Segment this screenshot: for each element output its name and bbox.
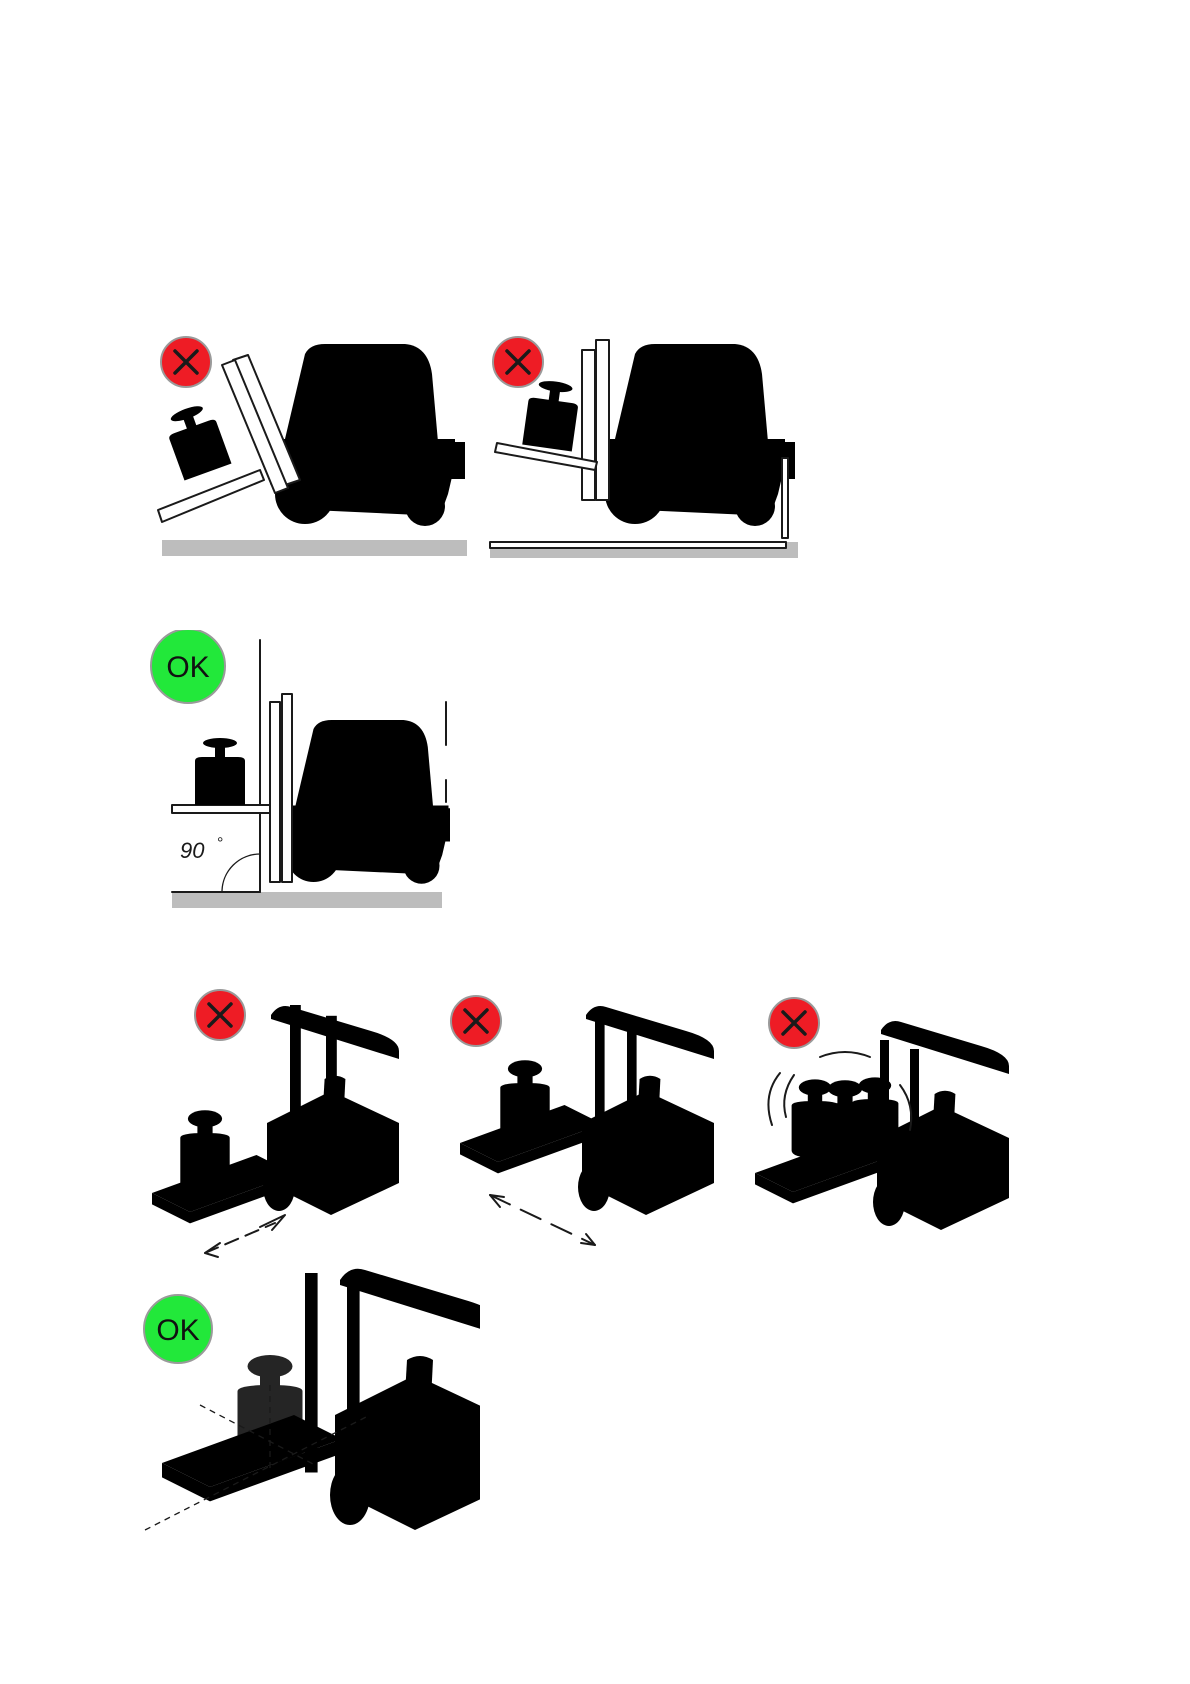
forklift-illustration [282,720,450,884]
ok-badge: OK [144,1295,212,1363]
stacked-weights [792,1077,899,1162]
ok-badge-text: OK [166,651,209,684]
cross-icon [493,337,543,387]
truck-rear-edge [782,458,788,538]
figure-correct-alignment: OK 90 ° [150,630,450,915]
test-weight-illustration [195,738,245,805]
forklift-illustration [600,344,795,526]
figure-raised-forks [482,310,802,565]
cross-icon [451,996,501,1046]
cross-icon [195,990,245,1040]
cross-icon [161,337,211,387]
ground-edge [490,542,786,548]
figure-load-centred: OK [140,1265,480,1565]
ground [162,540,467,556]
level-forks [172,805,270,813]
test-weight-illustration [180,1110,229,1193]
figure-load-unstable [750,985,1035,1270]
mast [582,340,609,500]
tilted-forks [158,470,264,522]
ok-badge-text: OK [156,1314,199,1347]
test-weight-illustration [500,1060,549,1143]
test-weight-illustration [522,378,581,451]
angle-arc [222,854,260,892]
angle-unit: ° [217,835,223,852]
motion-arrow-icon [490,1195,595,1245]
test-weight-illustration [162,400,232,480]
motion-arrow-icon [205,1215,285,1257]
figure-load-offcentre [140,985,435,1270]
angle-label: 90 [180,838,205,863]
ok-badge: OK [151,630,225,703]
cross-icon [769,998,819,1048]
mast [270,694,292,882]
figure-load-sideways [440,985,735,1270]
forklift-illustration [270,344,465,526]
figure-tilt-forward [150,310,470,565]
ground [172,892,442,908]
